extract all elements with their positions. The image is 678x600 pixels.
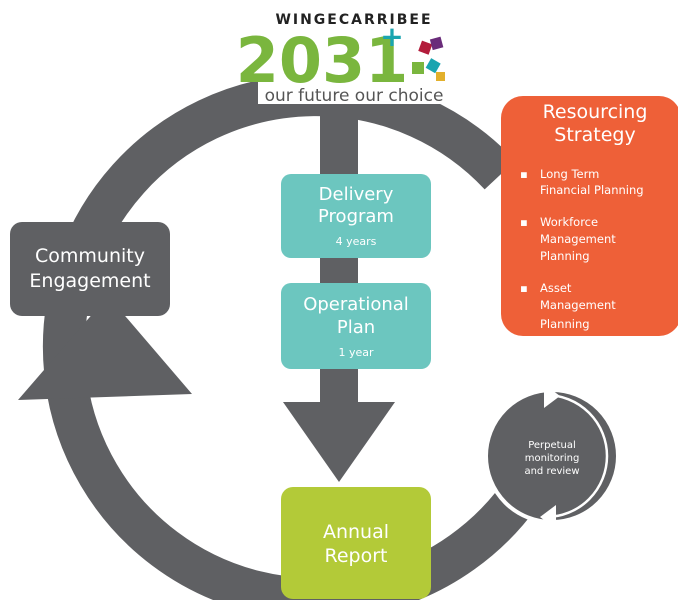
list-item-line: Planning xyxy=(540,317,590,331)
cycle-arrowhead xyxy=(18,296,192,400)
monitoring-line3: and review xyxy=(524,466,579,477)
annual-label-line2: Report xyxy=(325,545,388,567)
monitoring-arrowhead-bottom xyxy=(540,505,556,529)
monitoring-line1: Perpetual xyxy=(528,440,576,451)
delivery-label-line2: Program xyxy=(318,206,394,227)
list-item-line: Management xyxy=(540,298,616,312)
resourcing-list: ▪ Long Term Financial Planning ▪ Workfor… xyxy=(520,167,644,331)
list-item-bullet: ▪ xyxy=(520,281,528,295)
monitoring-line2: monitoring xyxy=(525,453,580,464)
list-item-line: Management xyxy=(540,232,616,246)
monitoring-cycle-arrow xyxy=(545,393,609,519)
operational-label-line2: Plan xyxy=(337,317,375,338)
community-engagement-box xyxy=(10,222,170,316)
delivery-label-line1: Delivery xyxy=(319,184,394,205)
logo: WINGECARRIBEE 2031 + our future our choi… xyxy=(236,6,450,106)
logo-plus: + xyxy=(380,20,403,53)
annual-label-line1: Annual xyxy=(323,521,389,543)
annual-report-box xyxy=(281,487,431,599)
central-arrowhead xyxy=(283,402,395,482)
operational-plan-box xyxy=(281,283,431,369)
community-label-line1: Community xyxy=(35,245,145,267)
logo-tagline: our future our choice xyxy=(265,86,444,106)
list-item-line: Long Term xyxy=(540,167,599,181)
operational-duration: 1 year xyxy=(338,346,374,359)
operational-label-line1: Operational xyxy=(303,294,409,315)
resourcing-title-line1: Resourcing xyxy=(543,101,648,123)
list-item-bullet: ▪ xyxy=(520,215,528,229)
delivery-duration: 4 years xyxy=(336,235,377,248)
delivery-program-box xyxy=(281,174,431,258)
logo-name: WINGECARRIBEE xyxy=(275,12,432,28)
logo-year: 2031 xyxy=(236,24,409,97)
community-label-line2: Engagement xyxy=(29,270,150,292)
list-item-line: Financial Planning xyxy=(540,183,644,197)
list-item-line: Planning xyxy=(540,249,590,263)
resourcing-strategy-box xyxy=(501,96,678,336)
puzzle-pieces-icon xyxy=(412,36,445,81)
list-item-bullet: ▪ xyxy=(520,167,528,181)
list-item-line: Asset xyxy=(540,281,572,295)
monitoring-arrowhead-top xyxy=(544,384,560,408)
resourcing-title-line2: Strategy xyxy=(554,124,635,146)
list-item-line: Workforce xyxy=(540,215,598,229)
